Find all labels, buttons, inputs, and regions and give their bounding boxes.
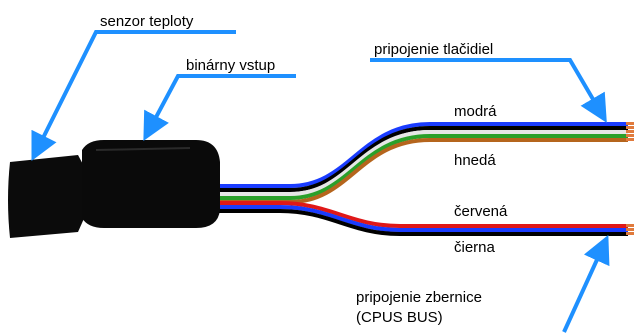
wire-blue	[210, 122, 628, 188]
wire-brown	[210, 138, 628, 204]
lower-wire-bundle	[210, 201, 628, 236]
bus-connection-label-line2: (CPUS BUS)	[356, 309, 443, 326]
housing-body	[82, 140, 220, 228]
arrow-temp-sensor	[31, 30, 236, 162]
wire-green	[210, 134, 628, 200]
bus-connection-label-line1: pripojenie zbernice	[356, 289, 482, 306]
wire-black-label: čierna	[454, 239, 496, 256]
connector-housing	[8, 140, 220, 238]
arrow-bus-connection	[562, 234, 610, 333]
temp-sensor-label: senzor teploty	[100, 13, 194, 30]
wire-black	[210, 209, 628, 236]
arrow-button-connection	[370, 58, 607, 123]
wire-blue-label: modrá	[454, 103, 497, 120]
wire-black-upper	[210, 126, 628, 192]
arrow-binary-input	[143, 74, 296, 141]
binary-input-label: binárny vstup	[186, 57, 275, 74]
upper-wire-bundle	[210, 122, 628, 204]
wire-white	[210, 130, 628, 196]
sensor-cap	[8, 155, 86, 238]
callout-arrows	[31, 30, 610, 333]
wire-red-label: červená	[454, 203, 508, 220]
copper-tips	[626, 122, 634, 235]
wire-blue-lower	[210, 205, 628, 232]
housing-highlight	[95, 147, 191, 151]
wire-red	[210, 201, 628, 228]
wire-brown-label: hnedá	[454, 152, 496, 169]
button-connection-label: pripojenie tlačidiel	[374, 41, 493, 58]
